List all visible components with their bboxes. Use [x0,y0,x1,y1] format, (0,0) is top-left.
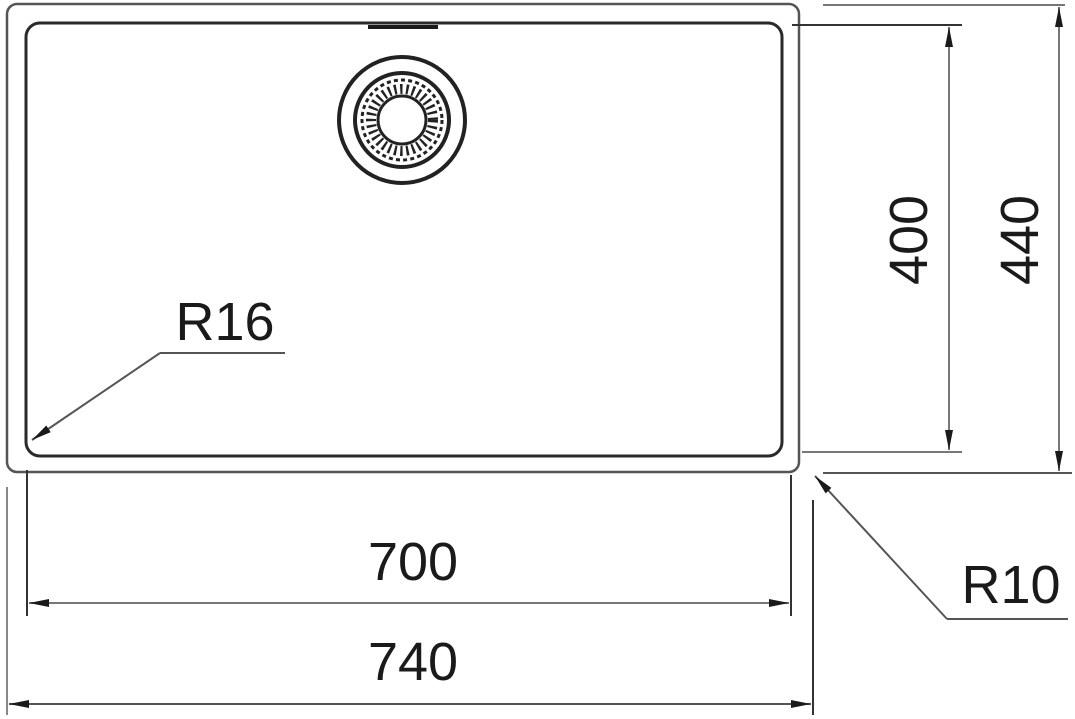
dimension-inner-width: 700 [26,470,792,616]
radius-label-r16: R16 [175,292,274,352]
dimension-label-440: 440 [990,195,1050,285]
dimension-label-700: 700 [368,532,458,592]
dimension-outer-height: 440 [823,4,1072,474]
drain-strainer-icon [337,55,467,185]
dimension-inner-height: 400 [792,24,962,453]
dimension-label-400: 400 [879,195,939,285]
radius-label-r10: R10 [961,555,1060,615]
dimension-outer-width: 740 [6,487,814,715]
radius-callout-r16: R16 [31,292,285,441]
radius-callout-r10: R10 [814,475,1068,620]
dimension-label-740: 740 [368,632,458,692]
outer-rim-outline [5,2,801,474]
inner-bowl-outline [24,21,784,458]
